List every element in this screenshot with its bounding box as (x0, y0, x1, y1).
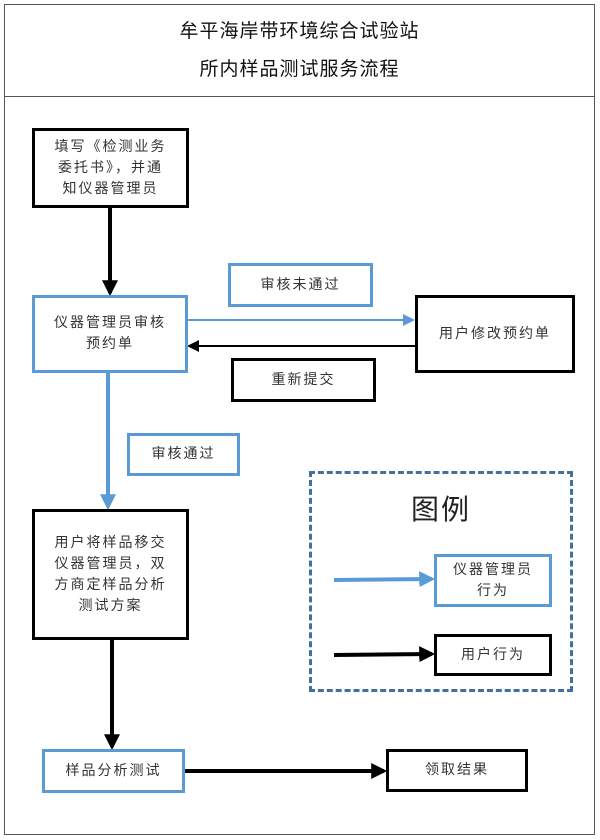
label-review-failed: 审核未通过 (228, 263, 373, 307)
node-get-result-text: 领取结果 (425, 762, 489, 778)
node-hand-over: 用户将样品移交 仪器管理员，双 方商定样品分析 测试方案 (32, 509, 189, 640)
title-line-2: 所内样品测试服务流程 (199, 58, 400, 80)
node-fill-form-line-3: 知仪器管理员 (62, 180, 159, 197)
title-line-1: 牟平海岸带环境综合试验站 (179, 20, 420, 42)
node-admin-review-line-2: 预约单 (86, 336, 134, 352)
node-fill-form-line-1: 填写《检测业务 (54, 138, 167, 155)
node-fill-form-line-2: 委托书》，并通 (58, 159, 163, 176)
legend-item-user-text: 用户行为 (461, 646, 525, 663)
node-admin-review: 仪器管理员审核 预约单 (32, 295, 188, 373)
legend-item-admin: 仪器管理员 行为 (434, 554, 552, 607)
node-hand-over-line-3: 方商定样品分析 (54, 576, 167, 593)
label-resubmit-text: 重新提交 (271, 371, 336, 388)
node-user-modify: 用户修改预约单 (415, 295, 575, 373)
legend-item-user: 用户行为 (434, 634, 552, 676)
node-hand-over-line-4: 测试方案 (78, 597, 143, 614)
node-analysis: 样品分析测试 (42, 749, 185, 793)
legend-item-admin-line-1: 仪器管理员 (453, 561, 533, 578)
outer-frame (4, 4, 595, 835)
label-resubmit: 重新提交 (231, 358, 376, 402)
label-review-passed: 审核通过 (127, 433, 240, 476)
legend-title: 图例 (410, 493, 471, 526)
header: 牟平海岸带环境综合试验站 所内样品测试服务流程 (4, 4, 595, 97)
node-fill-form: 填写《检测业务 委托书》，并通 知仪器管理员 (32, 128, 189, 208)
node-hand-over-line-1: 用户将样品移交 (54, 534, 167, 551)
node-get-result: 领取结果 (386, 749, 528, 792)
node-admin-review-line-1: 仪器管理员审核 (54, 315, 166, 331)
node-user-modify-text: 用户修改预约单 (439, 325, 551, 342)
node-hand-over-line-2: 仪器管理员，双 (54, 555, 167, 572)
label-review-passed-text: 审核通过 (151, 446, 216, 462)
legend-item-admin-line-2: 行为 (477, 582, 509, 599)
node-analysis-text: 样品分析测试 (65, 762, 162, 779)
label-review-failed-text: 审核未通过 (260, 276, 341, 293)
legend: 图例 (309, 471, 573, 692)
